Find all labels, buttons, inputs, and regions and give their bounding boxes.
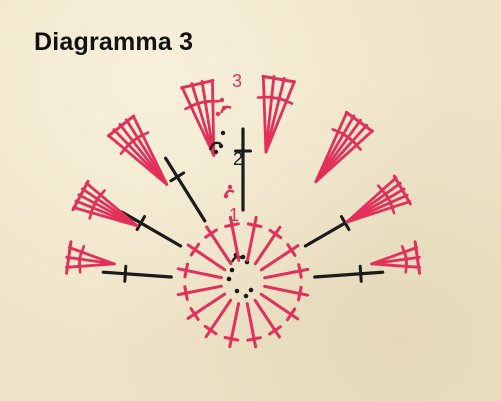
fan-stitch — [264, 76, 286, 154]
chain-dot — [227, 184, 233, 190]
fan-top — [107, 114, 136, 138]
round-1-bar — [246, 222, 263, 228]
fan-top — [261, 74, 296, 84]
fan-stitch — [200, 79, 216, 157]
round-1-bar — [223, 336, 240, 342]
diagram-title: Diagramma 3 — [34, 28, 194, 56]
round-1-bar — [286, 243, 297, 257]
fan-stitch — [190, 82, 216, 157]
fan-bar — [400, 245, 408, 260]
fan-stitch — [345, 176, 398, 224]
round-2-bar — [135, 215, 147, 231]
round-1-bar — [285, 307, 297, 322]
round-1-stitches — [176, 215, 310, 349]
turning-chains — [208, 97, 235, 199]
fan-stitch — [72, 206, 139, 228]
round-2-stitch — [313, 270, 385, 279]
round-2-stitch — [164, 156, 207, 223]
fan-stitch — [314, 110, 349, 184]
slip-stitch-hook — [208, 141, 222, 151]
round-2-bar — [339, 215, 351, 231]
chain-dot — [213, 149, 219, 155]
fan-bar — [376, 184, 388, 196]
center-ring — [226, 252, 254, 299]
fan-top — [344, 110, 374, 133]
round-2-bar — [358, 264, 363, 283]
fan-bar — [88, 205, 95, 220]
chain-dot — [218, 143, 224, 149]
round-2-label: 2 — [233, 149, 243, 169]
round-1-bar — [204, 228, 218, 239]
round-2-stitch — [120, 210, 183, 248]
slip-stitch-hook — [230, 255, 243, 263]
round-1-bar — [297, 263, 303, 279]
fan-stitch — [65, 255, 116, 266]
round-3-label: 3 — [232, 71, 242, 91]
fan-stitch — [180, 86, 216, 157]
round-1-bar — [183, 285, 189, 301]
round-2-bar — [123, 264, 128, 283]
round-1-bar — [246, 336, 262, 342]
round-2-stitch — [101, 270, 173, 279]
chain-dot — [215, 111, 221, 117]
chain-dot — [226, 276, 232, 282]
round-3-fans — [65, 74, 422, 275]
fan-stitch — [370, 246, 419, 266]
chain-dot — [243, 293, 249, 299]
fan-top — [180, 79, 215, 90]
slip-stitch-hook — [223, 189, 235, 197]
fan-bar — [184, 102, 198, 111]
fan-stitch — [107, 133, 169, 186]
slip-stitch-hook — [219, 105, 232, 114]
round-1-bar — [189, 242, 201, 257]
chain-dot — [234, 288, 240, 294]
fan-stitch — [264, 80, 296, 154]
chain-dot — [219, 97, 225, 103]
fan-stitch — [370, 262, 422, 269]
fan-stitch — [370, 255, 421, 266]
fan-top — [392, 174, 412, 206]
fan-top — [413, 240, 421, 275]
round-1-bar — [268, 325, 282, 336]
round-2-bar — [169, 171, 186, 183]
round-1-bar — [224, 222, 240, 228]
fan-top — [71, 180, 90, 212]
fan-stitch — [264, 75, 276, 154]
round-1-bar — [183, 262, 189, 279]
fan-stitch — [261, 74, 268, 154]
fan-bar — [78, 258, 82, 274]
round-1-bar — [203, 324, 218, 336]
fan-bar — [331, 128, 345, 136]
fan-bar — [119, 143, 130, 155]
round-1-bar — [297, 285, 303, 302]
chain-dot — [229, 267, 235, 273]
fan-top — [65, 240, 73, 275]
round-1-label: 1 — [229, 205, 239, 225]
chain-dot — [220, 130, 226, 136]
fan-stitch — [67, 246, 116, 266]
round-1-bar — [189, 307, 200, 321]
round-1-bar — [268, 228, 283, 240]
fan-stitch — [65, 262, 116, 269]
chain-dot — [248, 287, 254, 293]
